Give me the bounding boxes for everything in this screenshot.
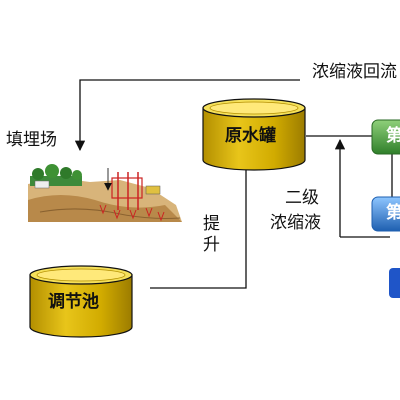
- stage-box-2-label: 第: [386, 203, 400, 223]
- lift-line: [150, 168, 247, 289]
- raw-water-tank: [202, 98, 306, 171]
- secondary-label-line1: 二级: [285, 188, 319, 208]
- stage-box-2: [371, 196, 400, 232]
- lift-label-text: 提升: [203, 214, 220, 256]
- adjust-tank-label: 调节池: [48, 292, 99, 312]
- landfill-label: 填埋场: [6, 130, 57, 150]
- raw-tank-label: 原水罐: [225, 126, 276, 146]
- stage-box-3: [389, 268, 400, 298]
- adjust-tank: [29, 265, 133, 338]
- concentrate-return-label: 浓缩液回流: [312, 62, 397, 82]
- return-flow-line: [74, 79, 300, 152]
- lift-label: 提升: [203, 214, 220, 257]
- secondary-label-line2: 浓缩液: [270, 213, 321, 233]
- stage-box-1-label: 第: [386, 126, 400, 146]
- landfill-illustration: [28, 164, 182, 222]
- stage-box-1: [371, 119, 400, 155]
